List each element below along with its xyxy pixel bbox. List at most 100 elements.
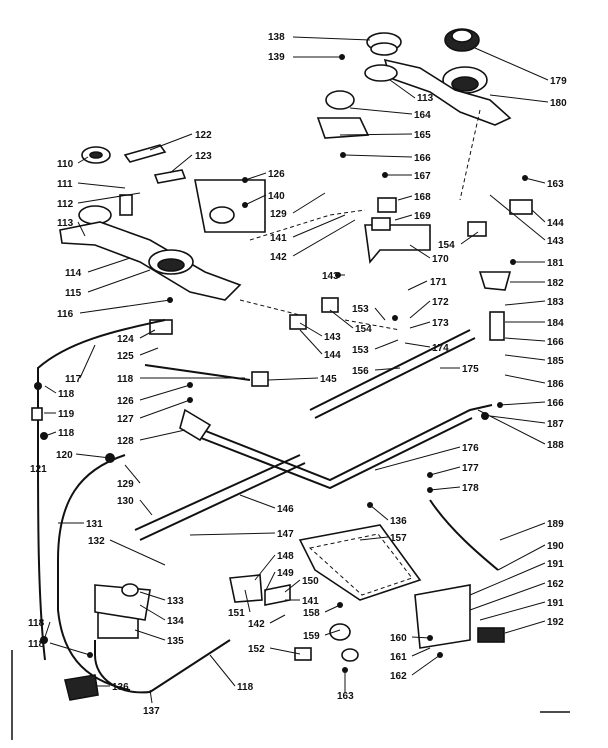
part-label: 110	[57, 159, 74, 170]
burner-cap-110-hole	[89, 151, 103, 159]
part-label: 123	[195, 151, 212, 162]
part-label: 118	[58, 389, 75, 400]
tube-122	[123, 144, 167, 163]
part-label: 180	[550, 98, 567, 109]
part-label: 179	[550, 76, 567, 87]
manifold-and-pipes	[37, 319, 499, 694]
connection-lines	[239, 109, 481, 331]
burner-cap-base	[370, 42, 398, 56]
part-label: 188	[547, 440, 564, 451]
part-label: 131	[86, 519, 103, 530]
part-label: 121	[30, 464, 47, 475]
part-label: 169	[414, 211, 431, 222]
switch-192	[477, 627, 505, 643]
tube-131	[57, 454, 131, 691]
oven-burner-parts	[31, 407, 505, 701]
part-label: 186	[547, 379, 564, 390]
part-label: 142	[270, 252, 287, 263]
part-label: 160	[390, 633, 407, 644]
part-label: 117	[65, 374, 82, 385]
leader-lines	[43, 36, 549, 704]
tube-117-121	[37, 319, 166, 661]
part-label: 146	[277, 504, 294, 515]
part-label: 120	[56, 450, 73, 461]
part-label: 159	[303, 631, 320, 642]
part-label: 116	[57, 309, 74, 320]
valve-144-top	[509, 199, 533, 215]
part-label: 170	[432, 254, 449, 265]
part-label: 124	[117, 334, 134, 345]
fitting-133	[121, 583, 139, 597]
part-label: 126	[268, 169, 285, 180]
bracket-148	[229, 574, 263, 603]
part-label: 150	[302, 576, 319, 587]
burner-head-180-hole	[451, 76, 479, 92]
valve-169	[371, 217, 391, 231]
burner-164	[325, 90, 355, 110]
fitting-152	[294, 647, 312, 661]
bracket-140	[194, 179, 266, 233]
part-label: 152	[248, 644, 265, 655]
igniter-159	[329, 623, 351, 641]
part-label: 190	[547, 541, 564, 552]
part-label: 191	[547, 559, 564, 570]
part-label: 145	[320, 374, 337, 385]
part-label: 147	[277, 529, 294, 540]
part-label: 111	[57, 179, 73, 190]
part-label: 119	[58, 409, 75, 420]
manifold-188-edge	[195, 417, 473, 490]
burner-arm-top	[383, 58, 512, 126]
part-label: 129	[117, 479, 134, 490]
part-label: 164	[414, 110, 431, 121]
part-label: 133	[167, 596, 184, 607]
part-label: 153	[352, 345, 369, 356]
valve-150	[264, 584, 291, 606]
part-label: 129	[270, 209, 287, 220]
part-label: 191	[547, 598, 564, 609]
valve-136	[64, 674, 99, 701]
part-label: 166	[547, 337, 564, 348]
part-label: 153	[352, 304, 369, 315]
screws	[34, 54, 528, 673]
part-label: 143	[322, 271, 339, 282]
part-label: 141	[302, 596, 319, 607]
rail-146	[134, 454, 301, 531]
valve-140	[209, 206, 235, 224]
fitting-119	[31, 407, 43, 421]
part-label: 149	[277, 568, 294, 579]
part-label: 163	[547, 179, 564, 190]
part-label: 172	[432, 297, 449, 308]
part-label: 130	[117, 496, 134, 507]
fitting-128	[179, 408, 212, 442]
igniter-160	[341, 648, 359, 662]
part-label: 171	[430, 277, 447, 288]
part-label: 143	[324, 332, 341, 343]
part-label: 143	[547, 236, 564, 247]
part-label: 176	[462, 443, 479, 454]
part-label: 136	[112, 682, 129, 693]
burner-head-115-hole	[157, 258, 185, 272]
part-label: 178	[462, 483, 479, 494]
clip-112	[119, 194, 133, 216]
tube-123	[153, 169, 187, 184]
part-label: 136	[390, 516, 407, 527]
rod-174-edge	[314, 337, 476, 419]
part-label: 114	[65, 268, 82, 279]
rail-146-edge	[139, 462, 306, 541]
part-label: 127	[117, 414, 134, 425]
part-label: 137	[143, 706, 160, 717]
dashed-143	[239, 299, 301, 316]
valve-168	[377, 197, 397, 213]
part-label: 154	[355, 324, 372, 335]
part-label: 158	[303, 608, 320, 619]
part-label: 162	[390, 671, 407, 682]
part-label: 125	[117, 351, 134, 362]
part-label: 118	[58, 428, 75, 439]
part-label: 177	[462, 463, 479, 474]
rod-174	[309, 329, 471, 411]
tube-137	[94, 639, 231, 694]
part-label: 132	[88, 536, 105, 547]
line-189	[429, 499, 499, 571]
